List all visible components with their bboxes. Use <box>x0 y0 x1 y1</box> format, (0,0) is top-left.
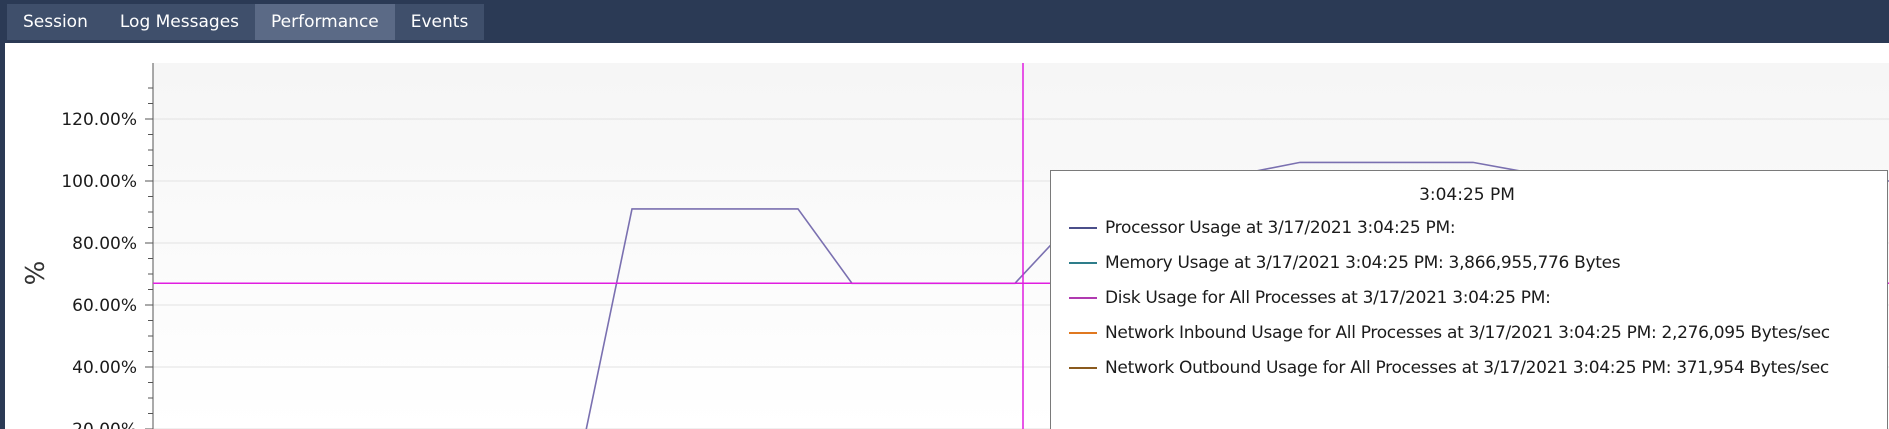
network-outbound-legend-swatch <box>1069 367 1097 369</box>
tooltip-row-text: Disk Usage for All Processes at 3/17/202… <box>1105 288 1551 308</box>
tooltip-row-disk: Disk Usage for All Processes at 3/17/202… <box>1069 286 1551 310</box>
tooltip-row-text: Network Inbound Usage for All Processes … <box>1105 323 1830 343</box>
y-tick-label: 120.00% <box>61 110 137 130</box>
y-axis: 20.00% 40.00% 60.00% 80.00% 100.00% 120.00% <box>61 63 154 429</box>
tooltip-row-text: Memory Usage at 3/17/2021 3:04:25 PM: 3,… <box>1105 253 1621 273</box>
tab-log-messages[interactable]: Log Messages <box>103 4 256 40</box>
y-tick-label: 20.00% <box>72 420 137 429</box>
chart-tooltip: 3:04:25 PM Processor Usage at 3/17/2021 … <box>1050 170 1888 429</box>
y-tick-label: 100.00% <box>61 172 137 192</box>
tab-events[interactable]: Events <box>394 4 485 40</box>
tooltip-row-text: Network Outbound Usage for All Processes… <box>1105 358 1829 378</box>
tab-strip: Session Log Messages Performance Events <box>7 4 485 40</box>
tooltip-row-network-inbound: Network Inbound Usage for All Processes … <box>1069 321 1830 345</box>
tab-session[interactable]: Session <box>7 4 104 40</box>
y-tick-label: 80.00% <box>72 234 137 254</box>
tooltip-time: 3:04:25 PM <box>1419 185 1515 205</box>
disk-legend-swatch <box>1069 297 1097 299</box>
tooltip-row-memory: Memory Usage at 3/17/2021 3:04:25 PM: 3,… <box>1069 251 1621 275</box>
tab-performance[interactable]: Performance <box>255 4 395 40</box>
y-tick-label: 40.00% <box>72 358 137 378</box>
y-tick-label: 60.00% <box>72 296 137 316</box>
memory-legend-swatch <box>1069 262 1097 264</box>
tooltip-row-text: Processor Usage at 3/17/2021 3:04:25 PM: <box>1105 218 1456 238</box>
tooltip-row-network-outbound: Network Outbound Usage for All Processes… <box>1069 356 1829 380</box>
tooltip-row-processor: Processor Usage at 3/17/2021 3:04:25 PM: <box>1069 216 1456 240</box>
processor-legend-swatch <box>1069 227 1097 229</box>
tab-bar: Session Log Messages Performance Events <box>0 0 1889 40</box>
y-axis-label: % <box>21 261 51 286</box>
network-inbound-legend-swatch <box>1069 332 1097 334</box>
performance-panel: 20.00% 40.00% 60.00% 80.00% 100.00% 120.00% %… <box>5 43 1889 429</box>
